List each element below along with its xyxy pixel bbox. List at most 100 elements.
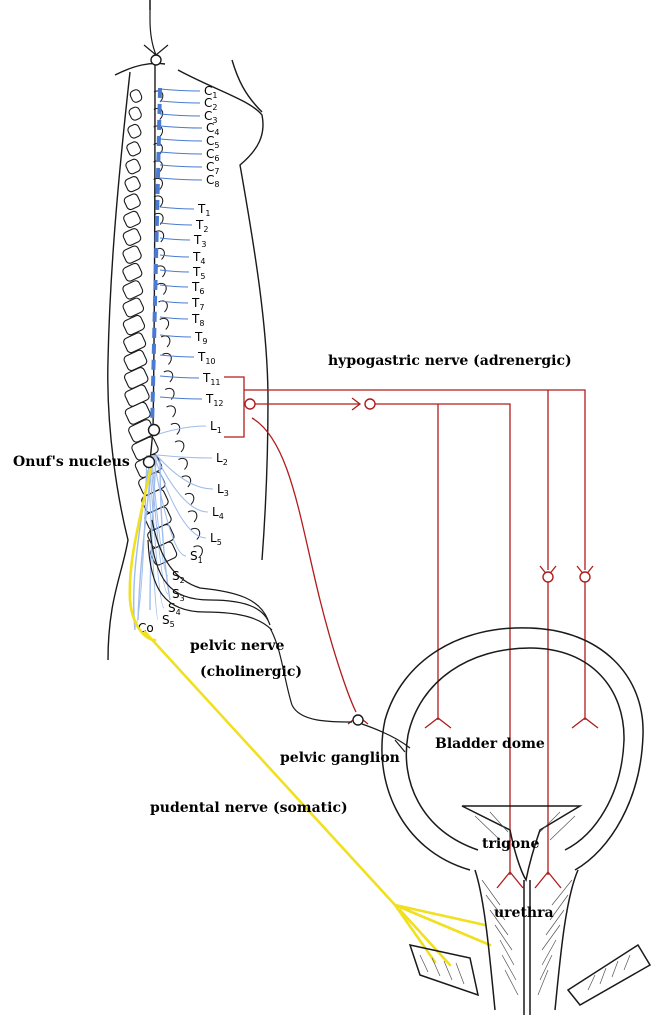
nerve-root-t7 bbox=[160, 301, 188, 303]
onufs-nucleus-neuron-icon bbox=[144, 457, 155, 468]
vertebra bbox=[122, 210, 141, 229]
segment-label-t12: T12 bbox=[205, 392, 224, 408]
neuron-cell-body-icon bbox=[149, 425, 160, 436]
segment-label-l2: L2 bbox=[216, 451, 228, 467]
urethra-lumen bbox=[524, 880, 530, 1015]
nerve-root-c4 bbox=[160, 126, 202, 128]
diagram-labels: hypogastric nerve (adrenergic) Onuf's nu… bbox=[13, 353, 572, 921]
nerve-root-t4 bbox=[160, 255, 189, 257]
vertebral-process bbox=[188, 511, 197, 522]
thoracolumbar-bracket bbox=[224, 377, 244, 437]
segment-label-t2: T2 bbox=[195, 218, 208, 234]
neck-contour bbox=[232, 60, 262, 112]
vertebra bbox=[125, 158, 142, 175]
vertebra bbox=[124, 175, 142, 193]
nerve-root-t2 bbox=[160, 223, 192, 225]
segment-label-t6: T6 bbox=[191, 280, 204, 296]
segment-label-t11: T11 bbox=[202, 371, 221, 387]
pelvic-floor-left bbox=[410, 945, 478, 995]
vertebral-process bbox=[158, 301, 167, 312]
vertebral-process bbox=[161, 336, 170, 347]
hypogastric-neurons bbox=[245, 399, 590, 582]
neuron-cell-body-icon bbox=[543, 572, 553, 582]
nerve-root-c1 bbox=[160, 89, 200, 91]
segment-label-t3: T3 bbox=[193, 233, 206, 249]
top-afferent-fork bbox=[144, 0, 168, 55]
segment-label-t7: T7 bbox=[191, 296, 204, 312]
vertebra bbox=[122, 279, 144, 300]
nerve-root-c8 bbox=[160, 178, 202, 180]
neuron-cell-body-icon bbox=[580, 572, 590, 582]
nerve-root-c3 bbox=[160, 114, 200, 116]
pelvic-ganglion-efferent bbox=[362, 724, 410, 752]
segment-label-s5: S5 bbox=[162, 613, 175, 629]
vertebral-process bbox=[160, 318, 169, 329]
nerve-root-t9 bbox=[160, 335, 191, 337]
nerve-root-t10 bbox=[160, 355, 194, 357]
nerve-root-c6 bbox=[160, 152, 202, 154]
bladder bbox=[382, 628, 650, 1015]
segment-label-t9: T9 bbox=[194, 330, 207, 346]
segment-label-l3: L3 bbox=[217, 482, 229, 498]
nerve-root-t3 bbox=[160, 238, 190, 240]
vertebra bbox=[123, 366, 149, 389]
vertebra bbox=[124, 401, 151, 426]
urethra-label: urethra bbox=[494, 905, 554, 921]
vertebra bbox=[122, 227, 142, 246]
vertebral-process bbox=[175, 441, 184, 452]
segment-label-l1: L1 bbox=[210, 419, 222, 435]
vertebra bbox=[126, 141, 142, 158]
vertebra bbox=[127, 123, 143, 139]
vertebra bbox=[122, 314, 146, 336]
segment-label-t5: T5 bbox=[192, 265, 205, 281]
neuron-cell-body-icon bbox=[365, 399, 375, 409]
vertebral-column bbox=[122, 88, 203, 566]
vertebra bbox=[122, 297, 145, 318]
nerve-root-t1 bbox=[160, 207, 194, 209]
segment-label-l5: L5 bbox=[210, 531, 222, 547]
neuron-cell-body-icon bbox=[151, 55, 161, 65]
vertebra bbox=[122, 262, 144, 282]
neuron-cell-body-icon bbox=[353, 715, 363, 725]
segment-label-t10: T10 bbox=[197, 350, 216, 366]
bladder-dome-label: Bladder dome bbox=[435, 736, 545, 752]
nerve-root-c2 bbox=[160, 101, 200, 103]
nerve-root-c5 bbox=[160, 139, 202, 141]
vertebral-process bbox=[185, 493, 194, 504]
pelvic-nerve-label-line2: (cholinergic) bbox=[200, 664, 302, 680]
pelvic-nerve-pathway bbox=[148, 520, 410, 752]
nerve-root-l2 bbox=[158, 455, 212, 458]
segment-label-t8: T8 bbox=[191, 312, 204, 328]
segment-label-l4: L4 bbox=[212, 505, 224, 521]
vertebra bbox=[128, 106, 143, 122]
pudendal-nerve-pathway bbox=[130, 462, 490, 965]
vertebra bbox=[122, 245, 143, 265]
nerve-root-t5 bbox=[160, 270, 189, 272]
vertebra bbox=[123, 193, 142, 211]
pelvic-nerve-label-line1: pelvic nerve bbox=[190, 638, 284, 654]
pudendal-nerve-label: pudental nerve (somatic) bbox=[150, 800, 348, 816]
segment-label-t1: T1 bbox=[197, 202, 210, 218]
segment-label-s1: S1 bbox=[190, 549, 203, 565]
pelvic-ganglion-label: pelvic ganglion bbox=[280, 750, 400, 766]
vertebral-process bbox=[167, 406, 176, 417]
vertebra bbox=[122, 332, 146, 354]
pudendal-to-urethra bbox=[395, 905, 490, 965]
segment-label-s4: S4 bbox=[168, 601, 181, 617]
trigone-label: trigone bbox=[482, 836, 539, 852]
onufs-nucleus-label: Onuf's nucleus bbox=[13, 454, 130, 470]
spinal-cord-column bbox=[152, 88, 160, 430]
vertebra bbox=[129, 88, 143, 103]
nerve-root-t6 bbox=[160, 285, 188, 287]
nerve-root-t12 bbox=[160, 397, 202, 399]
pelvic-floor-right bbox=[568, 945, 650, 1005]
nerve-root-c7 bbox=[160, 165, 202, 167]
neuron-cell-body-icon bbox=[245, 399, 255, 409]
nerve-root-l1 bbox=[159, 426, 206, 434]
urethra-outer bbox=[475, 870, 578, 1010]
vertebra bbox=[123, 349, 148, 372]
vertebral-process bbox=[178, 458, 187, 469]
nerve-root-t11 bbox=[160, 376, 199, 378]
segment-label-t4: T4 bbox=[192, 250, 205, 266]
